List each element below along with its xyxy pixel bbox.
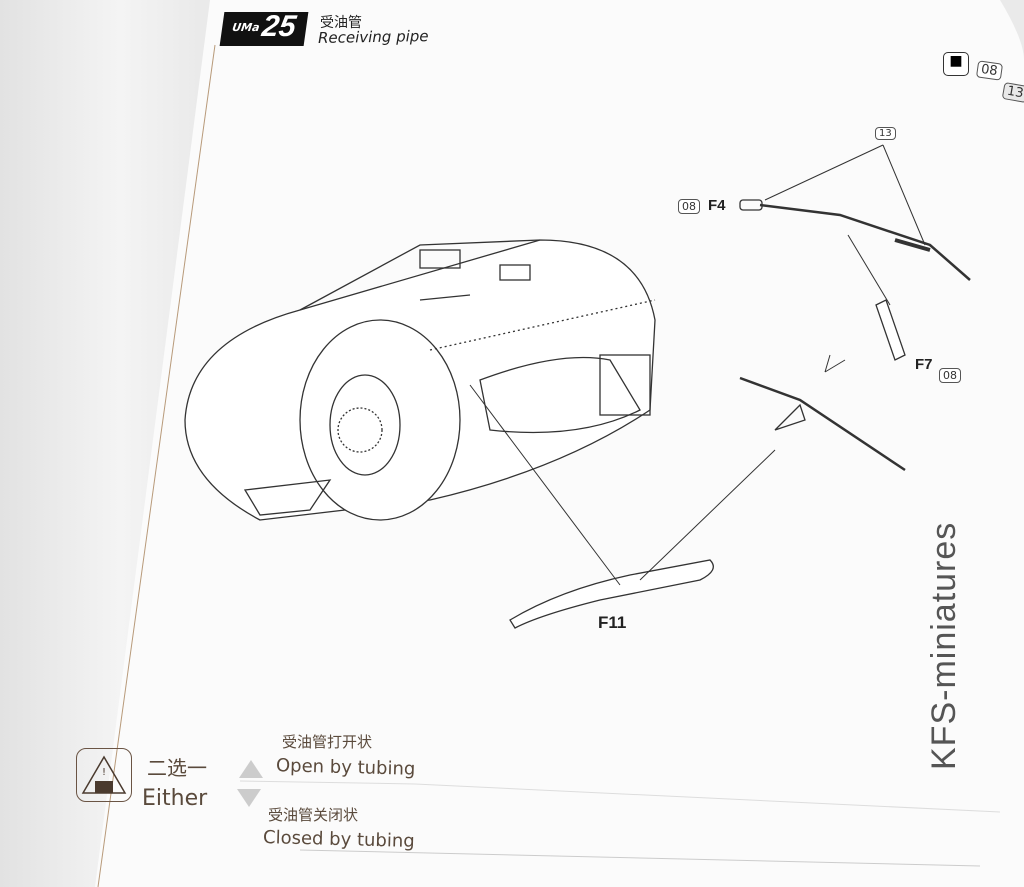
- warning-triangle-icon: !: [76, 748, 132, 802]
- engine-nacelle-drawing: [184, 239, 656, 521]
- closed-en: Closed by tubing: [262, 827, 415, 852]
- triangle-up-icon: [239, 760, 263, 778]
- f11-label: F11: [598, 613, 627, 632]
- step-title-cn: 受油管: [320, 15, 362, 31]
- part-13-callout: 13: [875, 127, 896, 140]
- f7-sheet-ref: 08: [939, 368, 961, 383]
- part-f4-receiving-pipe: [739, 199, 971, 281]
- open-en: Open by tubing: [275, 755, 416, 780]
- either-en: Either: [142, 786, 208, 811]
- part-f4-alt-pipe: [739, 376, 906, 472]
- open-cn: 受油管打开状: [282, 733, 373, 751]
- f4-label: F4: [708, 197, 726, 214]
- arrows: [469, 144, 926, 586]
- painting-icon: ■: [943, 52, 969, 76]
- watermark: KFS-miniatures: [925, 521, 963, 770]
- svg-text:!: !: [102, 767, 106, 778]
- part-f7: [875, 299, 906, 361]
- closed-cn: 受油管关闭状: [268, 806, 359, 824]
- part-f11: [509, 559, 714, 629]
- triangle-down-icon: [237, 789, 261, 807]
- f4-sheet-ref: 08: [678, 199, 700, 214]
- f7-label: F7: [915, 356, 933, 373]
- either-cn: 二选一: [147, 756, 207, 780]
